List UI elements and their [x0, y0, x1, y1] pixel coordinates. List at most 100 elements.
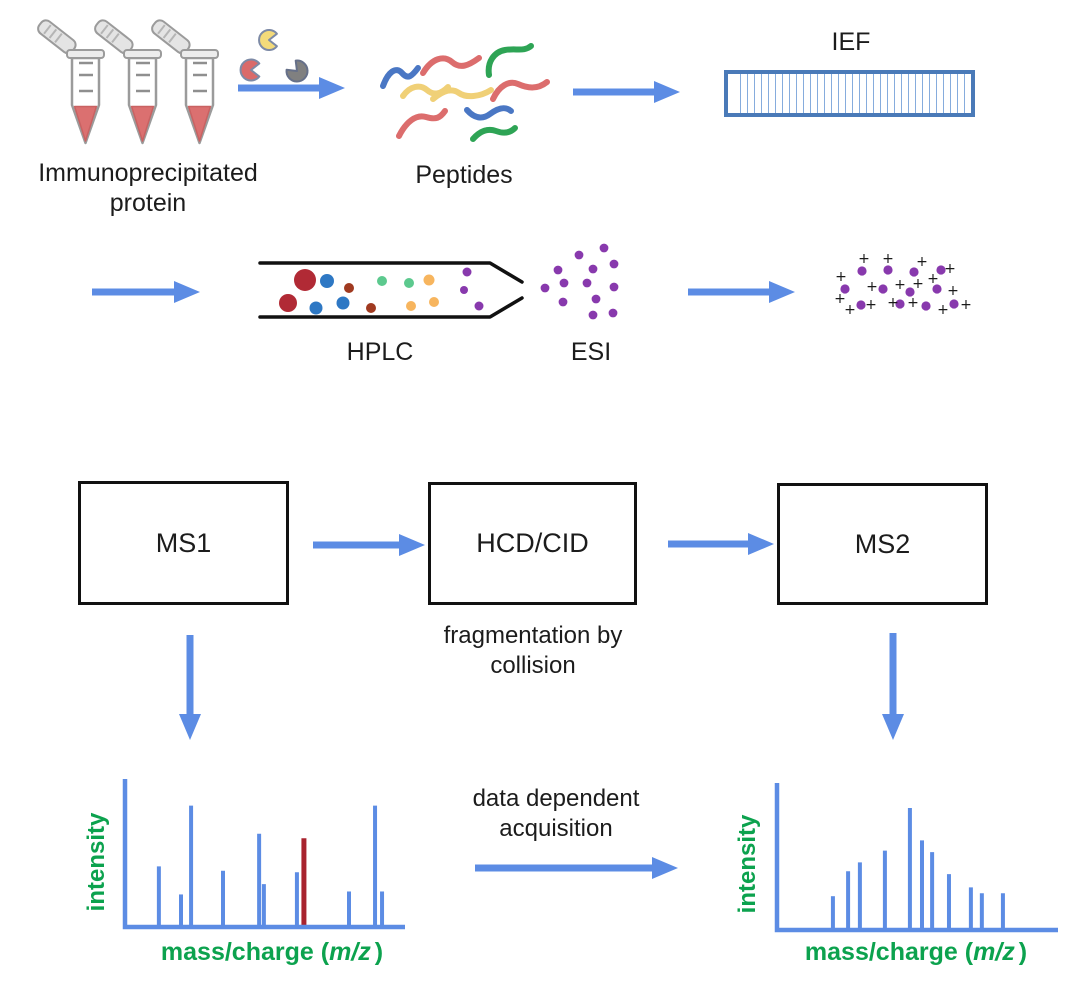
- flow-arrow-head: [652, 857, 678, 879]
- spray-droplet: [609, 282, 619, 292]
- peptide-squiggle-icons: [380, 43, 550, 142]
- flow-arrow-head: [399, 534, 425, 556]
- plus-charge-symbol: +: [960, 297, 972, 313]
- charged-ion-dot: [840, 284, 850, 294]
- analyte-dot: [366, 303, 376, 313]
- hplc-analyte-dots: [279, 267, 484, 315]
- spray-droplet: [582, 278, 592, 288]
- plus-charge-symbol: +: [937, 302, 949, 318]
- charged-ion-dot: [857, 266, 867, 276]
- flow-arrow-head: [748, 533, 774, 555]
- plus-charge-symbol: +: [858, 251, 870, 267]
- charged-ion-dot: [932, 284, 942, 294]
- analyte-dot: [320, 274, 334, 288]
- flow-arrow-head: [319, 77, 345, 99]
- analyte-dot: [336, 296, 350, 310]
- ms1-box-label: MS1: [155, 527, 212, 558]
- spray-droplet: [540, 283, 550, 293]
- charged-ions: +++++++++++++++++: [834, 251, 972, 318]
- ms2-box-label: MS2: [854, 528, 911, 559]
- analyte-dot: [406, 301, 416, 311]
- spray-droplet: [608, 308, 618, 318]
- plus-charge-symbol: +: [947, 283, 959, 299]
- charged-ion-dot: [909, 267, 919, 277]
- flow-arrow-head: [174, 281, 200, 303]
- plus-charge-symbol: +: [916, 254, 928, 270]
- spray-droplet: [588, 264, 598, 274]
- spray-droplet: [574, 250, 584, 260]
- analyte-dot: [462, 267, 472, 277]
- plus-charge-symbol: +: [887, 295, 899, 311]
- plus-charge-symbol: +: [835, 269, 847, 285]
- enzyme-red-icon: [239, 58, 261, 82]
- analyte-dot: [309, 301, 323, 315]
- ms2-box: MS2: [777, 483, 988, 605]
- flow-arrow-head: [882, 714, 904, 740]
- hcd-cid-box-label: HCD/CID: [476, 528, 589, 558]
- spray-droplet: [588, 310, 598, 320]
- spray-droplet: [558, 297, 568, 307]
- ms1-mass-charge-axis-label: mass/charge (m/z): [160, 938, 384, 966]
- enzyme-gray-icon: [285, 59, 309, 83]
- flow-arrows: [92, 77, 904, 879]
- plus-charge-symbol: +: [894, 277, 906, 293]
- dda-caption: data dependent acquisition: [472, 785, 640, 842]
- ms2-intensity-axis-label: intensity: [734, 814, 761, 914]
- analyte-dot: [429, 297, 439, 307]
- flow-arrow-head: [769, 281, 795, 303]
- ms1-box: MS1: [78, 481, 289, 605]
- plus-charge-symbol: +: [844, 302, 856, 318]
- hplc-column-icon: [258, 261, 524, 319]
- ms1-intensity-axis-label: intensity: [83, 812, 110, 912]
- charged-ion-dot: [936, 265, 946, 275]
- flow-arrow-head: [654, 81, 680, 103]
- plus-charge-symbol: +: [882, 251, 894, 267]
- hcd-cid-box: HCD/CID: [428, 482, 637, 605]
- plus-charge-symbol: +: [907, 295, 919, 311]
- esi-label: ESI: [570, 338, 612, 366]
- analyte-dot: [344, 283, 354, 293]
- charged-ion-dot: [895, 299, 905, 309]
- analyte-dot: [294, 269, 316, 291]
- peptides-label: Peptides: [415, 161, 513, 189]
- analyte-dot: [279, 294, 297, 312]
- ms2-mass-charge-axis-label: mass/charge (m/z): [804, 938, 1028, 966]
- spectrum-axes: [122, 779, 405, 930]
- enzyme-pacman-icons: [239, 29, 309, 83]
- plus-charge-symbol: +: [912, 276, 924, 292]
- charged-ion-dot: [949, 299, 959, 309]
- plus-charge-symbol: +: [927, 271, 939, 287]
- plus-charge-symbol: +: [865, 297, 877, 313]
- enzyme-yellow-icon: [258, 29, 278, 51]
- ms2-spectrum-chart: [774, 783, 1058, 933]
- immunoprecipitated-protein-label: Immunoprecipitated protein: [38, 159, 258, 217]
- plus-charge-symbol: +: [834, 291, 846, 307]
- spray-droplet: [599, 243, 609, 253]
- sample-tubes-icon: [34, 16, 220, 145]
- spray-droplet: [553, 265, 563, 275]
- spectrum-axes: [774, 783, 1058, 933]
- charged-ion-dot: [856, 300, 866, 310]
- charged-ion-dot: [905, 287, 915, 297]
- analyte-dot: [377, 276, 387, 286]
- analyte-dot: [404, 278, 414, 288]
- charged-ion-dot: [883, 265, 893, 275]
- spray-droplet: [609, 259, 619, 269]
- ief-label: IEF: [831, 28, 871, 56]
- spray-droplet: [559, 278, 569, 288]
- analyte-dot: [460, 286, 468, 294]
- ief-strip-icon: [724, 70, 975, 117]
- analyte-dot: [474, 301, 484, 311]
- plus-charge-symbol: +: [866, 279, 878, 295]
- fragmentation-caption: fragmentation by collision: [443, 622, 623, 679]
- esi-spray-droplets: [540, 243, 619, 320]
- plus-charge-symbol: +: [944, 261, 956, 277]
- analyte-dot: [423, 274, 435, 286]
- flow-arrow-head: [179, 714, 201, 740]
- charged-ion-dot: [878, 284, 888, 294]
- spray-droplet: [591, 294, 601, 304]
- ms1-spectrum-chart: [122, 779, 405, 930]
- charged-ion-dot: [921, 301, 931, 311]
